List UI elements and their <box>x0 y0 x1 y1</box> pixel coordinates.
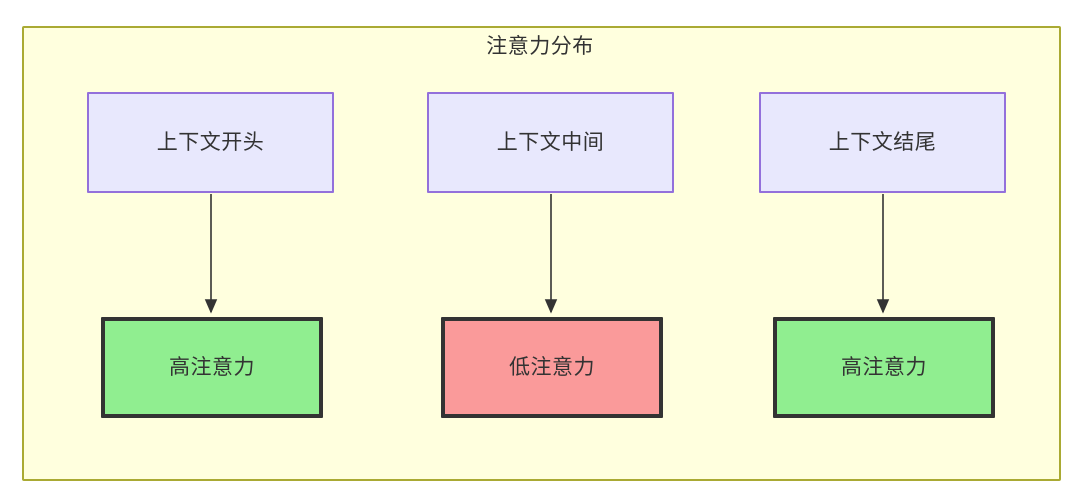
node-context-start[interactable]: 上下文开头 <box>87 92 334 193</box>
node-attention-high-start-label: 高注意力 <box>169 355 255 379</box>
node-attention-high-end-label: 高注意力 <box>841 355 927 379</box>
node-context-start-label: 上下文开头 <box>156 130 265 154</box>
diagram-title: 注意力分布 <box>486 35 594 58</box>
node-context-middle[interactable]: 上下文中间 <box>427 92 674 193</box>
node-attention-low-middle-label: 低注意力 <box>509 355 595 379</box>
node-context-end-label: 上下文结尾 <box>828 130 937 154</box>
node-attention-high-end[interactable]: 高注意力 <box>773 317 995 418</box>
node-context-middle-label: 上下文中间 <box>496 130 605 154</box>
node-context-end[interactable]: 上下文结尾 <box>759 92 1006 193</box>
node-attention-low-middle[interactable]: 低注意力 <box>441 317 663 418</box>
node-attention-high-start[interactable]: 高注意力 <box>101 317 323 418</box>
